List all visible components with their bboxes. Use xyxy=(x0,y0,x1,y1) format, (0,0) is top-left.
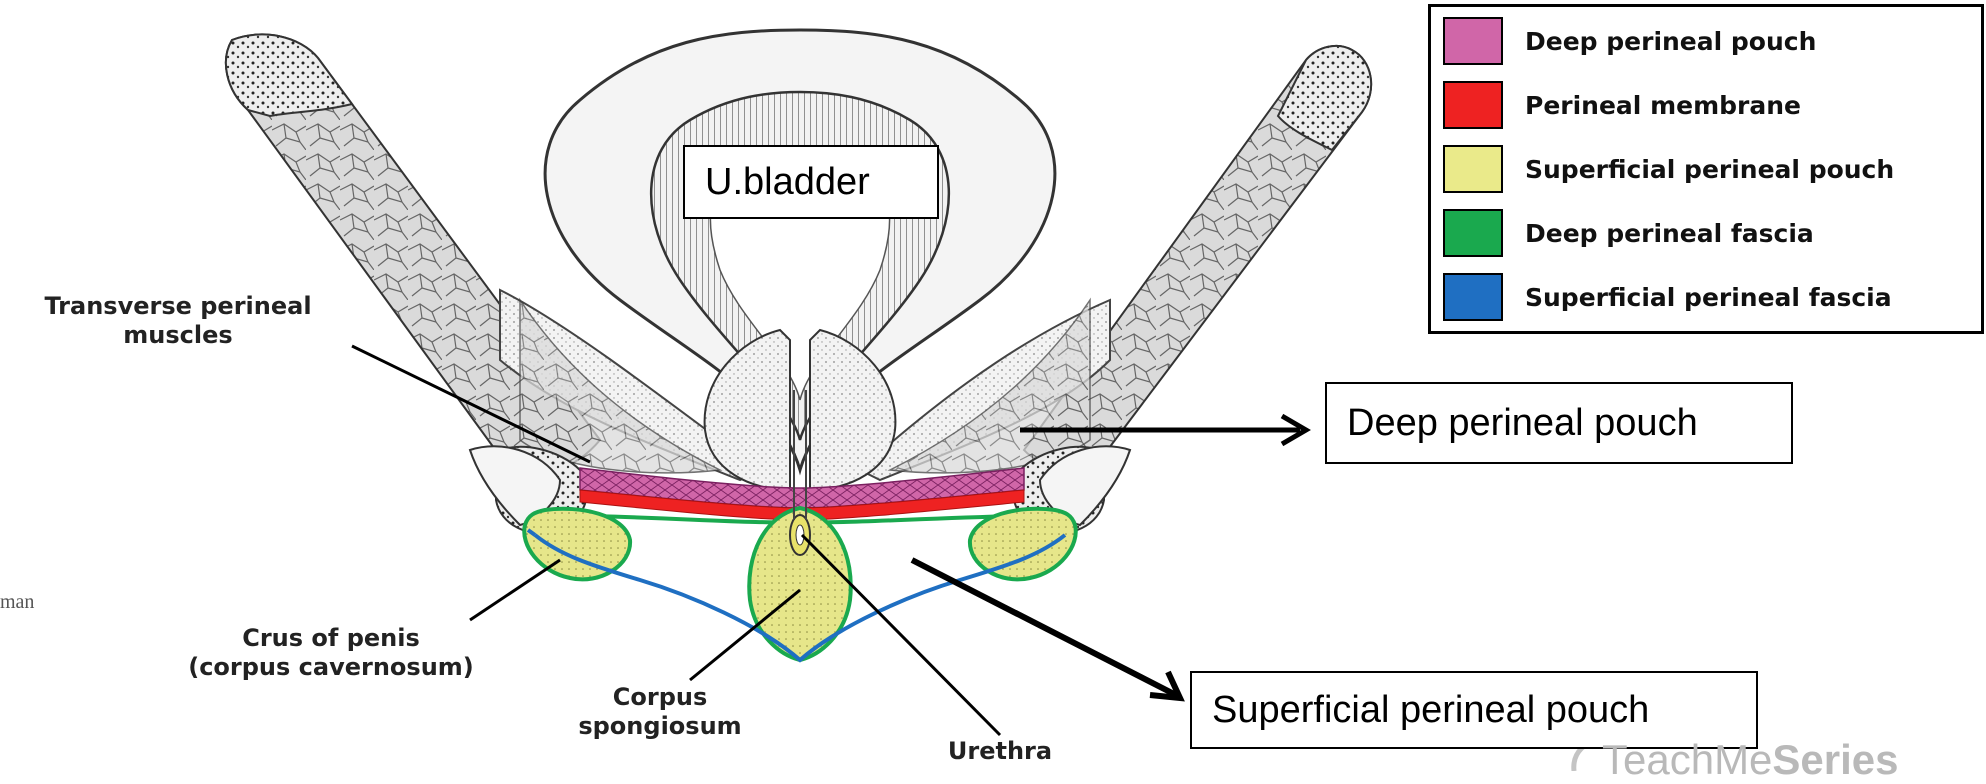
legend-label: Deep perineal fascia xyxy=(1525,219,1814,248)
crus-leader-line xyxy=(470,560,560,620)
legend-label: Superficial perineal fascia xyxy=(1525,283,1892,312)
watermark-prefix: TeachMe xyxy=(1602,736,1772,783)
legend-label: Perineal membrane xyxy=(1525,91,1801,120)
legend-swatch xyxy=(1443,273,1503,321)
legend-item-perineal-membrane: Perineal membrane xyxy=(1443,81,1801,129)
cropped-side-text: man xyxy=(0,591,34,614)
legend: Deep perineal pouch Perineal membrane Su… xyxy=(1428,4,1984,334)
label-crus-of-penis: Crus of penis (corpus cavernosum) xyxy=(146,624,516,683)
legend-label: Superficial perineal pouch xyxy=(1525,155,1894,184)
label-transverse-perineal-muscles: Transverse perineal muscles xyxy=(8,292,348,351)
watermark-bold: Series xyxy=(1772,736,1898,783)
legend-swatch xyxy=(1443,145,1503,193)
teachme-series-watermark: TeachMeSeries xyxy=(1602,736,1899,784)
legend-swatch xyxy=(1443,209,1503,257)
legend-item-deep-perineal-fascia: Deep perineal fascia xyxy=(1443,209,1814,257)
callout-deep-perineal-pouch: Deep perineal pouch xyxy=(1325,382,1793,464)
legend-item-superficial-perineal-pouch: Superficial perineal pouch xyxy=(1443,145,1894,193)
legend-swatch xyxy=(1443,17,1503,65)
left-ramus-spongy-tip xyxy=(226,34,352,116)
superficial-pouch-arrow-shaft xyxy=(912,560,1176,695)
legend-item-deep-perineal-pouch: Deep perineal pouch xyxy=(1443,17,1816,65)
legend-swatch xyxy=(1443,81,1503,129)
label-urethra: Urethra xyxy=(920,737,1080,766)
label-u-bladder: U.bladder xyxy=(683,145,939,219)
right-crus-of-penis xyxy=(970,509,1076,580)
label-corpus-spongiosum: Corpus spongiosum xyxy=(560,683,760,742)
legend-item-superficial-perineal-fascia: Superficial perineal fascia xyxy=(1443,273,1892,321)
left-crus-of-penis xyxy=(524,509,630,580)
legend-label: Deep perineal pouch xyxy=(1525,27,1816,56)
